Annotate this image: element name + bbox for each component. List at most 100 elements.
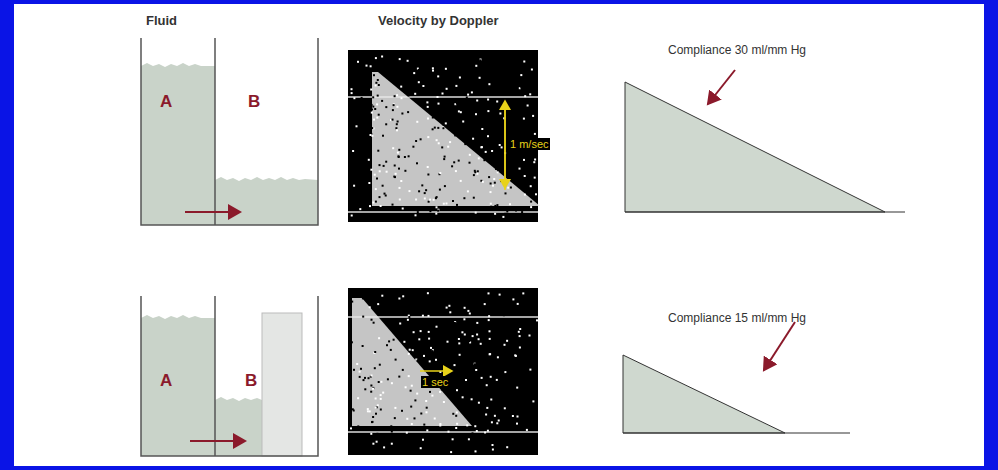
speckle — [472, 294, 474, 296]
speckle — [353, 185, 355, 187]
speckle — [463, 318, 465, 320]
speckle — [481, 215, 483, 217]
speckle — [369, 58, 371, 60]
speckle — [491, 348, 493, 350]
speckle — [475, 450, 477, 452]
speckle — [459, 436, 461, 438]
speckle — [443, 158, 445, 160]
speckle — [375, 201, 377, 203]
speckle — [514, 443, 516, 445]
speckle — [356, 363, 358, 365]
speckle — [399, 323, 401, 325]
speckle — [427, 292, 429, 294]
speckle — [517, 446, 519, 448]
speckle — [438, 103, 440, 105]
speckle — [513, 90, 515, 92]
speckle — [355, 154, 357, 156]
speckle — [497, 444, 499, 446]
speckle — [353, 410, 355, 412]
speckle — [436, 326, 438, 328]
speckle — [371, 375, 373, 377]
speckle — [518, 331, 520, 333]
speckle — [519, 153, 521, 155]
speckle — [386, 171, 388, 173]
speckle — [475, 212, 477, 214]
speckle — [425, 400, 427, 402]
speckle — [519, 335, 521, 337]
speckle — [441, 65, 443, 67]
speckle — [534, 159, 536, 161]
compliance-label: Compliance 30 ml/mm Hg — [668, 44, 806, 57]
speckle — [484, 432, 486, 434]
speckle — [490, 183, 492, 185]
speckle — [439, 425, 441, 427]
speckle — [495, 353, 497, 355]
speckle — [447, 214, 449, 216]
speckle — [365, 58, 367, 60]
speckle — [439, 189, 441, 191]
speckle — [370, 89, 372, 91]
speckle — [481, 295, 483, 297]
speckle — [360, 368, 362, 370]
speckle — [382, 185, 384, 187]
speckle — [405, 89, 407, 91]
speckle — [408, 155, 410, 157]
speckle — [374, 174, 376, 176]
speckle — [427, 312, 429, 314]
speckle — [473, 357, 475, 359]
speckle — [434, 323, 436, 325]
speckle — [386, 344, 388, 346]
speckle — [497, 217, 499, 219]
speckle — [459, 77, 461, 79]
speckle — [517, 72, 519, 74]
speckle — [409, 190, 411, 192]
speckle — [373, 322, 375, 324]
speckle — [401, 410, 403, 412]
speckle — [380, 381, 382, 383]
speckle — [480, 146, 482, 148]
speckle — [375, 407, 377, 409]
speckle — [415, 199, 417, 201]
speckle — [483, 159, 485, 161]
speckle — [502, 87, 504, 89]
speckle — [515, 355, 517, 357]
speckle — [380, 394, 382, 396]
speckle — [407, 319, 409, 321]
speckle — [428, 315, 430, 317]
speckle — [422, 439, 424, 441]
speckle — [489, 338, 491, 340]
speckle — [427, 136, 429, 138]
speckle — [480, 124, 482, 126]
speckle — [385, 195, 387, 197]
speckle — [511, 127, 513, 129]
speckle — [456, 423, 458, 425]
speckle — [377, 303, 379, 305]
speckle — [485, 107, 487, 109]
speckle — [411, 385, 413, 387]
speckle — [492, 121, 494, 123]
speckle — [370, 391, 372, 393]
speckle — [455, 170, 457, 172]
speckle — [459, 354, 461, 356]
speckle — [516, 387, 518, 389]
speckle — [379, 170, 381, 172]
speckle — [471, 91, 473, 93]
speckle — [359, 376, 361, 378]
speckle — [410, 406, 412, 408]
speckle — [476, 173, 478, 175]
speckle — [371, 127, 373, 129]
speckle — [402, 434, 404, 436]
speckle — [431, 395, 433, 397]
speckle — [421, 184, 423, 186]
speckle — [381, 428, 383, 430]
speckle — [409, 349, 411, 351]
speckle — [351, 156, 353, 158]
speckle — [364, 377, 366, 379]
speckle — [515, 111, 517, 113]
speckle — [460, 66, 462, 68]
speckle — [436, 139, 438, 141]
speckle — [471, 77, 473, 79]
speckle — [423, 424, 425, 426]
speckle — [355, 108, 357, 110]
scale-label: 1 sec — [421, 376, 449, 388]
